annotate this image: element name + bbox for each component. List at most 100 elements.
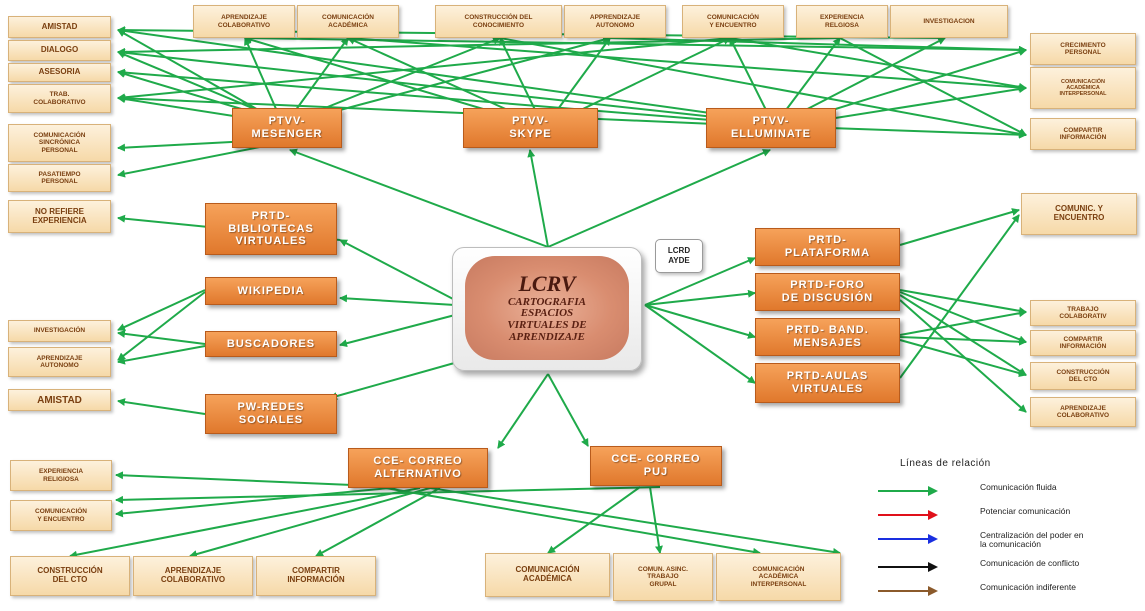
left-box-asesoria: ASESORIA (8, 63, 111, 82)
relation-line-19 (729, 37, 771, 119)
relation-line-63 (115, 486, 401, 518)
bottom-box-comunicacion-academica: COMUNICACIÓN ACADÉMICA (485, 553, 610, 597)
center-node-lcrv: LCRV CARTOGRAFIA ESPACIOS VIRTUALES DE A… (452, 247, 642, 371)
left-box-pasatiempo-personal: PASATIEMPO PERSONAL (8, 164, 111, 192)
legend-item-indiferente: Comunicación indiferente (872, 580, 1142, 604)
relation-line-49 (644, 304, 756, 339)
legend-item-conflicto: Comunicación de conflicto (872, 556, 1142, 580)
relation-line-64 (69, 487, 421, 559)
right-box-compartir-informacion-2: COMPARTIR INFORMACIÓN (1030, 330, 1136, 356)
right-box-construccion-cto: CONSTRUCCIÓN DEL CTO (1030, 362, 1136, 390)
right-box-crecimiento-personal: CRECIMIENTO PERSONAL (1030, 33, 1136, 65)
legend-item-fluida: Comunicación fluida (872, 480, 1142, 504)
relation-line-22 (799, 48, 1027, 121)
relation-line-15 (117, 27, 761, 121)
hub-buscadores: BUSCADORES (205, 331, 337, 357)
relation-line-57 (899, 309, 1027, 336)
relation-line-60 (497, 373, 549, 449)
bottom-box-experiencia-religiosa: EXPERIENCIA RELIGIOSA (10, 460, 112, 491)
left-box-aprendizaje-autonomo: APRENDIZAJE AUTONOMO (8, 347, 111, 377)
relation-line-29 (729, 37, 1027, 91)
relation-line-65 (189, 487, 431, 558)
hub-prtd-foro: PRTD-FORO DE DISCUSIÓN (755, 273, 900, 311)
legend-arrow-black (878, 562, 938, 572)
left-box-amistad-2: AMISTAD (8, 389, 111, 411)
relation-line-69 (547, 486, 641, 554)
relation-line-24 (829, 127, 1027, 139)
relation-line-34 (289, 148, 549, 248)
relation-line-71 (115, 486, 661, 504)
legend-label-centralizacion: Centralización del poder en la comunicac… (980, 530, 1084, 550)
relation-line-59 (899, 339, 1027, 377)
relation-line-39 (339, 314, 456, 348)
legend: Líneas de relación Comunicación fluida P… (872, 458, 1142, 608)
relation-line-16 (117, 48, 761, 123)
legend-label-fluida: Comunicación fluida (980, 482, 1057, 492)
left-box-amistad: AMISTAD (8, 16, 111, 38)
hub-prtd-plataforma: PRTD- PLATAFORMA (755, 228, 900, 266)
right-box-trabajo-colaborativo: TRABAJO COLABORATIV (1030, 300, 1136, 326)
bottom-box-construccion-cto: CONSTRUCCIÓN DEL CTO (10, 556, 130, 596)
relation-line-21 (789, 37, 946, 119)
relation-line-61 (547, 373, 589, 447)
relation-line-53 (899, 289, 1027, 315)
relation-line-17 (117, 68, 761, 125)
relation-line-32 (117, 37, 841, 56)
top-box-comunicacion-academica: COMUNICACIÓN ACADÉMICA (297, 5, 399, 38)
top-box-experiencia-religiosa: EXPERIENCIA RELGIOSA (796, 5, 888, 38)
bottom-box-comunicacion-encuentro: COMUNICACIÓN Y ENCUENTRO (10, 500, 112, 531)
legend-arrow-green (878, 486, 938, 496)
relation-line-35 (527, 149, 549, 248)
right-box-aprendizaje-colaborativo: APRENDIZAJE COLABORATIVO (1030, 397, 1136, 427)
relation-line-14 (559, 37, 731, 121)
right-box-comunicacion-interpersonal: COMUNICACIÓN ACADÉMICA INTERPERSONAL (1030, 67, 1136, 109)
relation-line-8 (299, 36, 501, 119)
hub-wikipedia: WIKIPEDIA (205, 277, 337, 305)
relation-line-38 (339, 294, 456, 306)
legend-arrow-blue (878, 534, 938, 544)
hub-pw-redes-sociales: PW-REDES SOCIALES (205, 394, 337, 434)
legend-item-potenciar: Potenciar comunicación (872, 504, 1142, 528)
legend-label-indiferente: Comunicación indiferente (980, 582, 1076, 592)
hub-prtd-bibliotecas: PRTD- BIBLIOTECAS VIRTUALES (205, 203, 337, 255)
relation-line-43 (117, 291, 206, 361)
relation-line-50 (644, 304, 756, 384)
center-subtitle: CARTOGRAFIA ESPACIOS VIRTUALES DE APREND… (507, 295, 587, 343)
relation-line-58 (899, 336, 1027, 346)
bottom-box-comunicacion-interpersonal: COMUNICACIÓN ACADÉMICA INTERPERSONAL (716, 553, 841, 601)
relation-line-28 (609, 37, 1027, 54)
relation-line-30 (839, 37, 1027, 136)
top-box-construccion-conocimiento: CONSTRUCCIÓN DEL CONOCIMIENTO (435, 5, 562, 38)
relation-line-45 (117, 345, 206, 365)
bottom-box-comun-asinc: COMUN. ASINC. TRABAJO GRUPAL (613, 553, 713, 601)
relation-line-20 (779, 37, 841, 119)
relation-line-67 (379, 486, 761, 556)
relation-line-48 (644, 289, 756, 306)
hub-ptvv-elluminate: PTVV- ELLUMINATE (706, 108, 836, 148)
hub-ptvv-skype: PTVV- SKYPE (463, 108, 598, 148)
legend-label-potenciar: Potenciar comunicación (980, 506, 1071, 516)
hub-ptvv-mesenger: PTVV- MESENGER (232, 108, 342, 148)
relation-line-70 (649, 486, 663, 554)
relation-line-51 (899, 208, 1020, 246)
relation-line-44 (117, 329, 206, 345)
hub-cce-correo-puj: CCE- CORREO PUJ (590, 446, 722, 486)
right-box-comunic-encuentro: COMUNIC. Y ENCUENTRO (1021, 193, 1137, 235)
right-box-compartir-informacion: COMPARTIR INFORMACIÓN (1030, 118, 1136, 150)
legend-label-conflicto: Comunicación de conflicto (980, 558, 1080, 568)
relation-line-36 (547, 149, 771, 248)
relation-line-47 (644, 257, 756, 306)
bottom-box-aprendizaje-colaborativo: APRENDIZAJE COLABORATIVO (133, 556, 253, 596)
legend-arrow-brown (878, 586, 938, 596)
left-box-trab-colaborativo: TRAB. COLABORATIVO (8, 84, 111, 113)
relation-line-23 (809, 85, 1027, 123)
left-box-comunicacion-sincronica: COMUNICACIÓN SINCRÓNICA PERSONAL (8, 124, 111, 162)
left-box-no-refiere: NO REFIERE EXPERIENCIA (8, 200, 111, 233)
legend-item-centralizacion: Centralización del poder en la comunicac… (872, 528, 1142, 552)
relation-line-33 (117, 37, 731, 102)
relation-line-52 (899, 214, 1020, 379)
top-box-aprendizaje-autonomo: APPRENDIZAJE AUTONOMO (564, 5, 666, 38)
relation-line-54 (899, 291, 1027, 344)
top-box-investigacion: INVESTIGACION (890, 5, 1008, 38)
